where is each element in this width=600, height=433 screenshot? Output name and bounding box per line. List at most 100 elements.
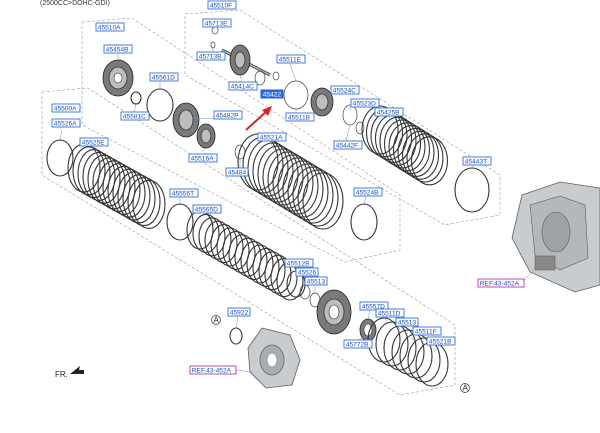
fr-label: FR. — [55, 370, 68, 379]
reference-link-ref_right[interactable]: REF.43-452A — [477, 278, 525, 288]
svg-text:A: A — [463, 384, 469, 393]
svg-text:45524B: 45524B — [356, 189, 379, 196]
svg-text:45511D: 45511D — [378, 310, 401, 317]
svg-text:45443T: 45443T — [465, 158, 487, 165]
svg-text:45511F: 45511F — [415, 328, 437, 335]
callout-c45482P: 45482P — [213, 110, 243, 120]
svg-text:45524C: 45524C — [333, 87, 356, 94]
callout-c45511D: 45511D — [375, 308, 405, 318]
ring-45443T — [454, 167, 490, 213]
clutch-pack-45425B — [361, 105, 449, 186]
svg-text:45713B: 45713B — [199, 53, 222, 60]
callout-c45511B: 45511B — [285, 112, 315, 122]
assembly-frame-upper — [81, 17, 401, 263]
callout-c45561D: 45561D — [149, 72, 179, 82]
svg-text:A: A — [214, 316, 220, 325]
callout-c45512B: 45512B — [284, 258, 314, 268]
marker-a-left: A — [211, 315, 221, 325]
assembly-frame-lower — [41, 87, 456, 396]
front-direction: FR. — [55, 366, 84, 379]
callout-c45526A: 45526A — [51, 118, 81, 128]
svg-text:45513: 45513 — [307, 278, 326, 285]
drum-45454B — [102, 59, 134, 97]
header-text: (2500CC>DOHC-GDI) — [40, 0, 110, 7]
pointer-arrow — [245, 106, 272, 131]
svg-text:45513: 45513 — [398, 319, 417, 326]
svg-text:45556T: 45556T — [172, 190, 194, 197]
svg-text:45525E: 45525E — [82, 139, 105, 146]
svg-text:45523D: 45523D — [353, 100, 376, 107]
svg-text:45772B: 45772B — [346, 341, 369, 348]
small-rings-top — [210, 25, 309, 110]
marker-a-right: A — [460, 383, 470, 393]
svg-text:45713E: 45713E — [205, 20, 228, 27]
clutch-pack-45521A — [237, 133, 344, 230]
callout-c45521B: 45521B — [426, 336, 456, 346]
svg-text:45510A: 45510A — [98, 24, 121, 31]
callout-c45524C: 45524C — [330, 85, 360, 95]
clutch-pack-45525E — [67, 143, 166, 229]
reference-link-ref_left[interactable]: REF.43-452A — [189, 365, 237, 375]
svg-text:REF.43-452A: REF.43-452A — [480, 280, 520, 287]
piston-45482P — [172, 102, 200, 138]
svg-text:45561D: 45561D — [152, 74, 175, 81]
svg-text:45422: 45422 — [263, 91, 282, 98]
callout-c45510F: 45510F — [207, 0, 237, 10]
callout-c45565D: 45565D — [192, 204, 222, 214]
svg-text:45425B: 45425B — [377, 109, 400, 116]
svg-text:45454B: 45454B — [106, 46, 129, 53]
svg-text:45510F: 45510F — [210, 2, 232, 9]
svg-text:45526: 45526 — [298, 269, 317, 276]
svg-text:45526A: 45526A — [54, 120, 77, 127]
callout-c45581C: 45581C — [120, 111, 150, 121]
svg-text:REF.43-452A: REF.43-452A — [192, 367, 232, 374]
callout-c45443T: 45443T — [462, 156, 492, 166]
svg-text:45414C: 45414C — [231, 83, 254, 90]
hub-45557D — [316, 289, 352, 335]
callout-c45414C: 45414C — [228, 81, 258, 91]
callout-c45556T: 45556T — [169, 188, 199, 198]
ring-45581C — [130, 91, 142, 105]
callout-c45526: 45526 — [295, 267, 319, 277]
cover-casing — [247, 327, 301, 389]
callout-c45557D: 45557D — [359, 301, 389, 311]
shaft-assembly — [221, 44, 271, 77]
callout-c45454B: 45454B — [103, 44, 133, 54]
svg-text:45516A: 45516A — [191, 155, 214, 162]
svg-text:45511E: 45511E — [279, 56, 302, 63]
svg-text:45511B: 45511B — [288, 114, 311, 121]
ring-45516A — [196, 123, 216, 149]
assembly-frame-top — [184, 9, 501, 226]
callout-c45511E: 45511E — [276, 54, 306, 64]
svg-text:45521A: 45521A — [260, 134, 283, 141]
svg-text:45557D: 45557D — [362, 303, 385, 310]
hub-45524C — [310, 87, 365, 135]
callout-c45425B: 45425B — [374, 107, 404, 117]
callout-c45516A: 45516A — [188, 153, 218, 163]
svg-text:45922: 45922 — [230, 309, 249, 316]
callout-c45513: 45513 — [304, 276, 328, 286]
svg-text:45442F: 45442F — [336, 142, 358, 149]
callout-c45713B: 45713B — [196, 51, 226, 61]
svg-text:45482P: 45482P — [216, 112, 239, 119]
callout-c45524B: 45524B — [353, 187, 383, 197]
svg-text:45581C: 45581C — [123, 113, 146, 120]
ring-45524B — [350, 203, 378, 241]
svg-text:45565D: 45565D — [195, 206, 218, 213]
callout-c45713E: 45713E — [202, 18, 232, 28]
callout-c45510A: 45510A — [95, 22, 125, 32]
callout-c45521A: 45521A — [257, 132, 287, 142]
ring-45561D — [146, 88, 174, 122]
ring-45922 — [229, 327, 243, 345]
callout-c45442F: 45442F — [333, 140, 363, 150]
callout-c45500A: 45500A — [51, 103, 81, 113]
svg-text:45521B: 45521B — [429, 338, 452, 345]
callout-c45922: 45922 — [227, 307, 251, 317]
transmission-case — [511, 181, 600, 293]
svg-text:45500A: 45500A — [54, 105, 77, 112]
svg-text:45484: 45484 — [228, 169, 247, 176]
callout-c45772B: 45772B — [343, 339, 373, 349]
callout-c45513b: 45513 — [395, 317, 419, 327]
callout-c45525E: 45525E — [79, 137, 109, 147]
svg-text:45512B: 45512B — [287, 260, 310, 267]
